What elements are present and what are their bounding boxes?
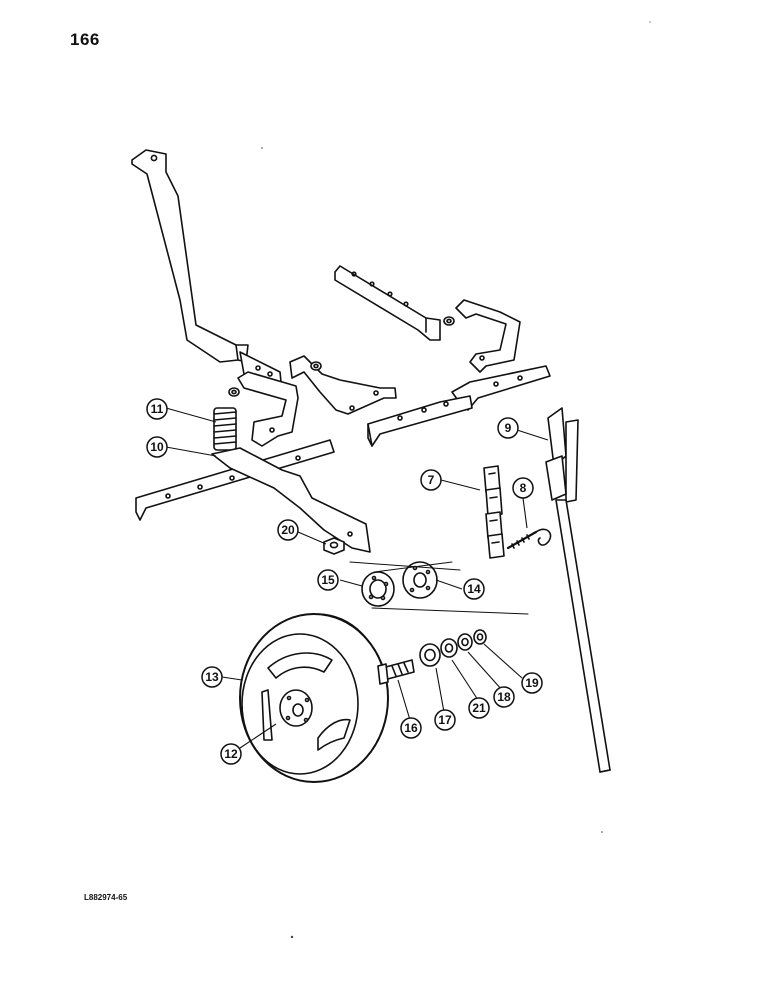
leader-guide-lines: [349, 561, 529, 615]
callout-15: 15: [317, 569, 339, 591]
svg-text:9: 9: [505, 421, 512, 435]
u-bracket-right-drawing: [455, 299, 521, 373]
svg-text:12: 12: [224, 747, 238, 761]
page-number: 166: [70, 30, 100, 49]
angle-iron-lower-drawing: [135, 439, 335, 521]
washer-18-drawing: [457, 633, 473, 651]
angle-bracket-spring-drawing: [237, 371, 299, 447]
washer-21-drawing: [440, 638, 458, 658]
callout-18: 18: [493, 686, 515, 708]
svg-text:17: 17: [438, 713, 452, 727]
callout-leaders: [165, 407, 549, 749]
callout-7: 7: [420, 469, 442, 491]
svg-text:13: 13: [205, 670, 219, 684]
callout-14: 14: [463, 578, 485, 600]
svg-text:21: 21: [472, 701, 486, 715]
callout-16: 16: [400, 717, 422, 739]
svg-text:11: 11: [151, 402, 164, 416]
gauge-wheel-drawing: [239, 613, 389, 783]
scan-specks: [261, 21, 651, 939]
callout-13: 13: [201, 666, 223, 688]
callout-11: 11: [146, 398, 168, 420]
svg-text:15: 15: [321, 573, 335, 587]
callout-20: 20: [277, 519, 299, 541]
chain-drawing: [483, 465, 505, 559]
nut-20-drawing: [323, 537, 345, 555]
callout-12: 12: [220, 743, 242, 765]
support-arm-drawing: [131, 149, 249, 363]
svg-text:7: 7: [428, 473, 435, 487]
callout-9: 9: [497, 417, 519, 439]
callout-21: 21: [468, 697, 490, 719]
callout-8: 8: [512, 477, 534, 499]
callout-19: 19: [521, 672, 543, 694]
mounting-plate-drawing: [211, 447, 371, 553]
bearing-drawing: [419, 643, 441, 667]
u-bracket-center-drawing: [289, 355, 397, 415]
small-nut-center-drawing: [310, 361, 322, 371]
svg-text:18: 18: [497, 690, 511, 704]
depth-rod-drawing: [545, 407, 611, 773]
hub-flange-drawing: [402, 561, 438, 599]
svg-text:16: 16: [404, 721, 418, 735]
nut-19-drawing: [473, 629, 487, 645]
callout-17: 17: [434, 709, 456, 731]
flat-bar-top-drawing: [334, 265, 441, 341]
spring-drawing: [213, 407, 237, 451]
callout-10: 10: [146, 436, 168, 458]
hook-pin-drawing: [506, 528, 552, 550]
spring-cap-nut-drawing: [228, 387, 240, 397]
svg-text:19: 19: [525, 676, 539, 690]
angle-bar-right-drawing: [367, 365, 551, 447]
svg-text:14: 14: [467, 582, 481, 596]
svg-text:8: 8: [520, 481, 527, 495]
svg-text:20: 20: [281, 523, 295, 537]
figure-code: L882974-65: [84, 893, 128, 902]
small-nut-top-drawing: [443, 316, 455, 326]
hub-gasket-drawing: [361, 571, 395, 607]
axle-bolt-drawing: [377, 659, 415, 685]
callout-group: 11 10 20 15 14 13 12 16 17 21 18 19 9 7 …: [146, 398, 543, 765]
svg-text:10: 10: [150, 440, 164, 454]
